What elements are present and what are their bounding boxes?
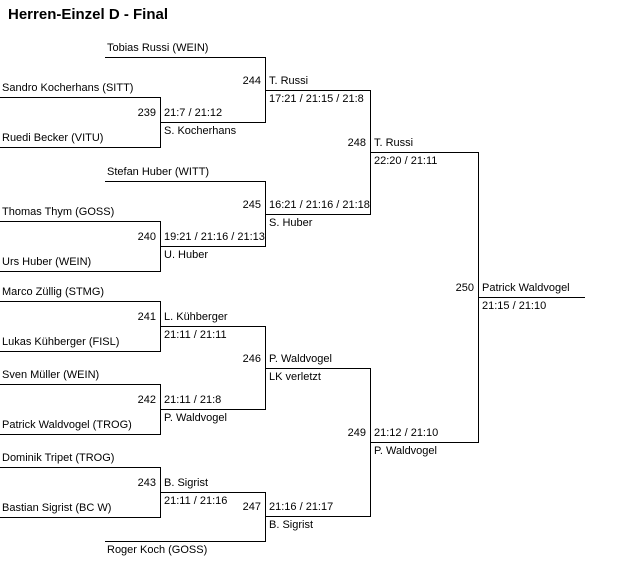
player-thomas-thym: Thomas Thym (GOSS) — [2, 206, 115, 218]
match-248-number: 248 — [347, 137, 366, 149]
match-241-number: 241 — [137, 311, 156, 323]
match-248-score: 22:20 / 21:11 — [374, 155, 438, 167]
match-245-winner: S. Huber — [269, 217, 313, 229]
player-roger-koch: Roger Koch (GOSS) — [107, 544, 208, 556]
match-243-score: 21:11 / 21:16 — [164, 495, 228, 507]
match-246-number: 246 — [242, 353, 261, 365]
player-line-roger-koch — [105, 541, 265, 542]
player-line-urs-huber — [0, 271, 160, 272]
player-ruedi-becker: Ruedi Becker (VITU) — [2, 132, 104, 144]
match-241-winner-line — [160, 326, 265, 327]
match-247-number: 247 — [242, 501, 261, 513]
match-247-score: 21:16 / 21:17 — [269, 501, 334, 513]
match-246-winner-line — [265, 368, 370, 369]
player-line-sandro-kocherhans — [0, 97, 160, 98]
player-sven-mueller: Sven Müller (WEIN) — [2, 369, 100, 381]
player-marco-zuellig: Marco Züllig (STMG) — [2, 286, 105, 298]
match-245-number: 245 — [242, 199, 261, 211]
match-249-number: 249 — [347, 427, 366, 439]
player-line-marco-zuellig — [0, 301, 160, 302]
match-240-winner: U. Huber — [164, 249, 209, 261]
match-239-score: 21:7 / 21:12 — [164, 107, 223, 119]
match-244-number: 244 — [242, 75, 261, 87]
match-248-winner-line — [370, 152, 478, 153]
match-242-number: 242 — [137, 394, 156, 406]
match-249-winner-line — [370, 442, 478, 443]
match-240-score: 19:21 / 21:16 / 21:13 — [164, 231, 265, 243]
match-241-score: 21:11 / 21:11 — [164, 329, 227, 341]
player-line-thomas-thym — [0, 221, 160, 222]
player-line-bastian-sigrist — [0, 517, 160, 518]
match-240-winner-line — [160, 246, 265, 247]
match-243-winner: B. Sigrist — [164, 477, 209, 489]
match-243-number: 243 — [137, 477, 156, 489]
player-line-tobias-russi — [105, 57, 265, 58]
match-247-winner-line — [265, 516, 370, 517]
match-239-winner: S. Kocherhans — [164, 125, 237, 137]
player-line-stefan-huber — [105, 181, 265, 182]
match-246-winner: P. Waldvogel — [269, 353, 332, 365]
match-250-number: 250 — [455, 282, 474, 294]
player-stefan-huber: Stefan Huber (WITT) — [107, 166, 210, 178]
match-247-connector — [265, 492, 266, 542]
player-dominik-tripet: Dominik Tripet (TROG) — [2, 452, 115, 464]
match-242-score: 21:11 / 21:8 — [164, 394, 222, 406]
match-246-score: LK verletzt — [269, 371, 321, 383]
player-line-lukas-kuehberger — [0, 351, 160, 352]
player-sandro-kocherhans: Sandro Kocherhans (SITT) — [2, 82, 134, 94]
match-242-winner-line — [160, 409, 265, 410]
match-245-winner-line — [265, 214, 370, 215]
match-249-winner: P. Waldvogel — [374, 445, 437, 457]
player-tobias-russi: Tobias Russi (WEIN) — [107, 42, 209, 54]
player-line-dominik-tripet — [0, 467, 160, 468]
match-239-winner-line — [160, 122, 265, 123]
player-patrick-waldvogel: Patrick Waldvogel (TROG) — [2, 419, 132, 431]
match-239-number: 239 — [137, 107, 156, 119]
match-248-winner: T. Russi — [374, 137, 414, 149]
player-lukas-kuehberger: Lukas Kühberger (FISL) — [2, 336, 120, 348]
match-244-score: 17:21 / 21:15 / 21:8 — [269, 93, 364, 105]
match-247-winner: B. Sigrist — [269, 519, 314, 531]
player-line-patrick-waldvogel — [0, 434, 160, 435]
match-250-winner: Patrick Waldvogel — [482, 282, 570, 294]
player-urs-huber: Urs Huber (WEIN) — [2, 256, 92, 268]
match-244-winner-line — [265, 90, 370, 91]
match-243-winner-line — [160, 492, 265, 493]
match-249-score: 21:12 / 21:10 — [374, 427, 439, 439]
match-250-score: 21:15 / 21:10 — [482, 300, 547, 312]
player-line-sven-mueller — [0, 384, 160, 385]
page-title: Herren-Einzel D - Final — [8, 6, 169, 23]
match-250-winner-line — [478, 297, 585, 298]
match-241-winner: L. Kühberger — [164, 311, 228, 323]
match-240-number: 240 — [137, 231, 156, 243]
player-bastian-sigrist: Bastian Sigrist (BC W) — [2, 502, 112, 514]
match-242-winner: P. Waldvogel — [164, 412, 227, 424]
match-245-score: 16:21 / 21:16 / 21:18 — [269, 199, 370, 211]
match-244-winner: T. Russi — [269, 75, 309, 87]
player-line-ruedi-becker — [0, 147, 160, 148]
